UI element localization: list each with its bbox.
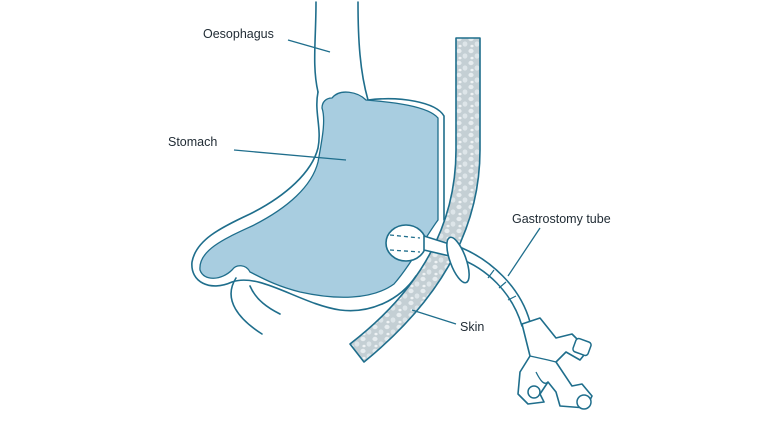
oesophagus-leader — [287, 39, 331, 53]
gastrostomy-tube — [385, 224, 593, 410]
port-plug-left — [527, 385, 541, 399]
oesophagus-left-wall — [313, 1, 319, 93]
port-plug-right — [576, 394, 592, 410]
stomach-lower-fold — [230, 277, 263, 335]
gastrostomy-tube-label: Gastrostomy tube — [512, 212, 611, 226]
internal-balloon — [385, 224, 427, 262]
tube-markings — [487, 269, 517, 301]
connector-detail — [529, 355, 557, 384]
stomach-outer-wall — [191, 91, 417, 312]
abdominal-wall — [349, 37, 481, 363]
stomach-leader — [233, 149, 347, 161]
oesophagus-label: Oesophagus — [203, 27, 274, 41]
stomach-greater-curve — [367, 97, 445, 221]
external-bolster — [446, 236, 470, 284]
oesophagus — [313, 1, 369, 101]
skin-label: Skin — [460, 320, 484, 334]
balloon-dash — [389, 234, 421, 253]
stomach-lower-fold-2 — [249, 285, 281, 315]
stomach-label: Stomach — [168, 135, 217, 149]
skin-leader — [411, 309, 457, 325]
gastrostomy-tube-leader — [507, 227, 541, 277]
stomach — [199, 91, 439, 298]
oesophagus-right-wall — [357, 1, 369, 101]
port-cap-right — [572, 337, 592, 357]
